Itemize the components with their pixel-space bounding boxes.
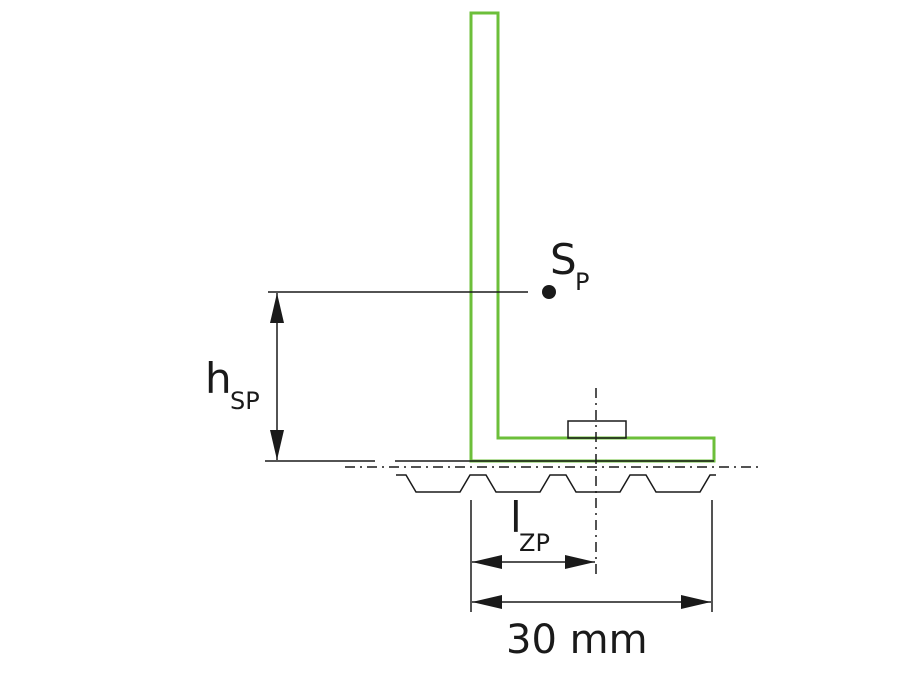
fastener-block bbox=[567, 420, 627, 439]
trapezoidal-deck bbox=[396, 474, 716, 493]
height-label: h bbox=[205, 354, 232, 403]
width-dimension-label: 30 mm bbox=[506, 617, 648, 663]
lever-label: l bbox=[510, 493, 522, 542]
centroid-label-subscript: P bbox=[575, 268, 589, 296]
centroid-point bbox=[542, 285, 556, 299]
centroid-label: S bbox=[550, 235, 577, 284]
lever-label-subscript: ZP bbox=[519, 529, 550, 557]
l-profile-outline bbox=[469, 11, 716, 463]
height-label-subscript: SP bbox=[230, 387, 260, 415]
